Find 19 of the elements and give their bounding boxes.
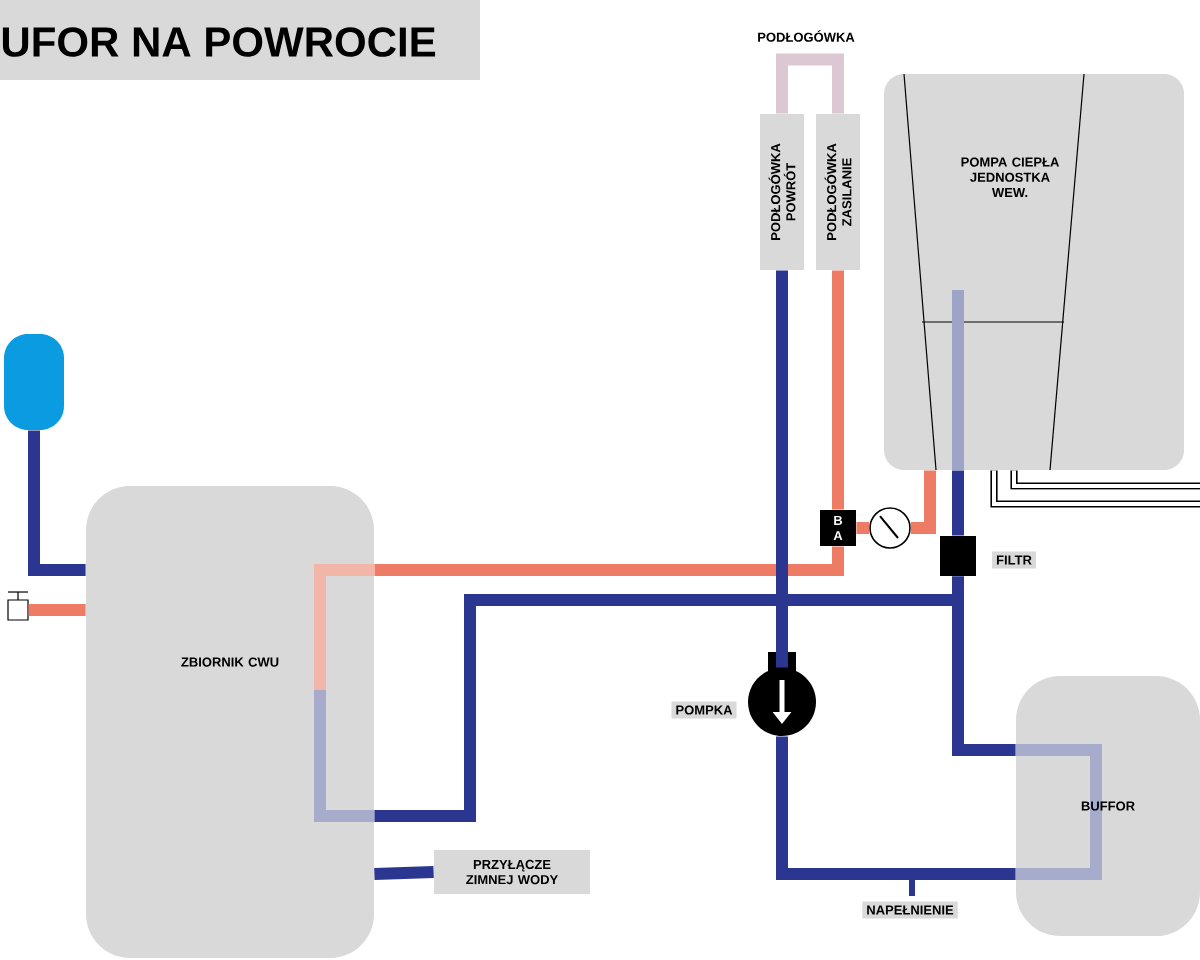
pipe (28, 604, 86, 616)
pipe (952, 470, 964, 536)
pipe (374, 546, 844, 576)
pipe (776, 270, 788, 668)
pressure-gauge (869, 507, 911, 549)
tap-valve (7, 591, 29, 621)
pipe (952, 576, 1016, 756)
pipe (910, 470, 936, 534)
expansion-vessel (4, 334, 64, 430)
filter (940, 536, 976, 576)
pipe (1010, 470, 1200, 490)
title-banner: UFOR NA POWROCIE (0, 0, 480, 80)
pipe (776, 736, 1016, 880)
pipe (832, 270, 844, 510)
pipe (374, 866, 434, 880)
pump (748, 652, 816, 736)
pipe (990, 470, 1200, 508)
pipe (28, 430, 86, 576)
pipe (856, 522, 870, 534)
